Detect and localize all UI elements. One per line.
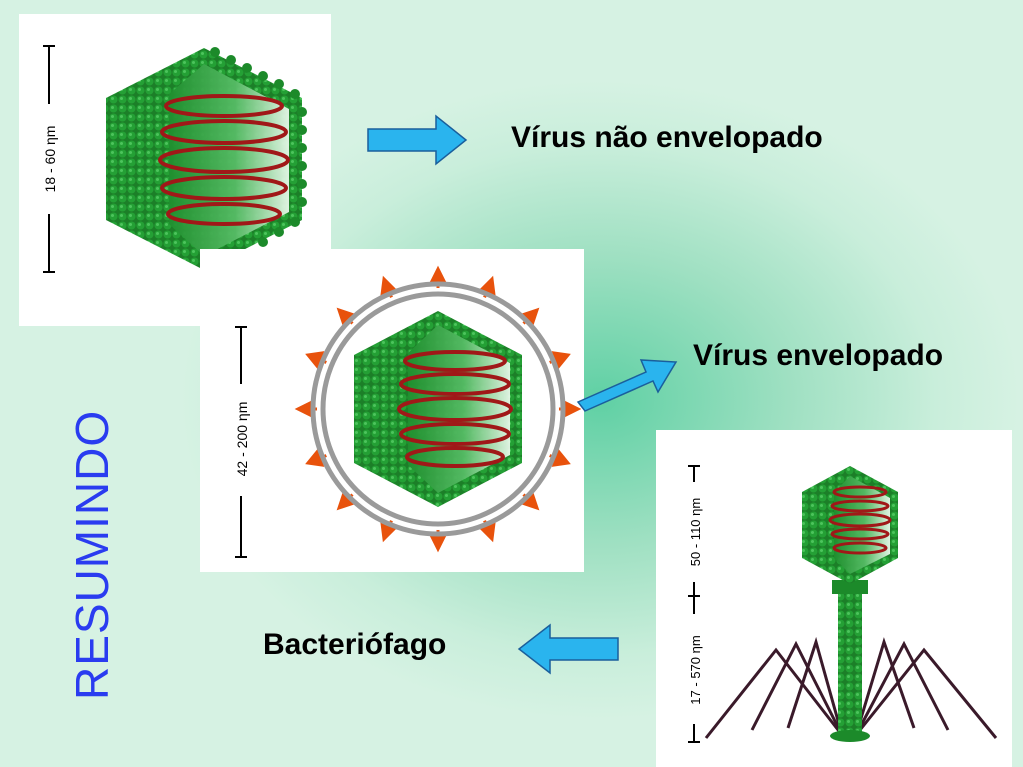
arrow-right-2-icon bbox=[576, 359, 678, 412]
scale-label: 18 - 60 ηm bbox=[42, 126, 58, 193]
side-title: RESUMINDO bbox=[66, 409, 118, 700]
scale-label-total: 17 - 570 ηm bbox=[688, 635, 703, 704]
arrow-right-1-icon bbox=[367, 114, 468, 166]
label-non-enveloped: Vírus não envelopado bbox=[511, 121, 823, 154]
scale-label-head: 50 - 110 ηm bbox=[688, 498, 703, 566]
enveloped-virus-illustration: 42 - 200 ηm bbox=[233, 265, 582, 558]
non-enveloped-virus-panel: 18 - 60 ηm bbox=[19, 14, 331, 326]
enveloped-virus-panel: 42 - 200 ηm bbox=[200, 249, 584, 572]
bacteriophage-illustration: 50 - 110 ηm 17 - 570 ηm bbox=[686, 465, 998, 743]
label-enveloped: Vírus envelopado bbox=[693, 339, 944, 372]
label-bacteriophage: Bacteriófago bbox=[263, 628, 447, 661]
scale-label: 42 - 200 ηm bbox=[234, 402, 250, 477]
arrow-left-icon bbox=[517, 623, 619, 675]
bacteriophage-panel: 50 - 110 ηm 17 - 570 ηm bbox=[656, 430, 1012, 767]
non-enveloped-virus-illustration: 18 - 60 ηm bbox=[41, 45, 307, 273]
